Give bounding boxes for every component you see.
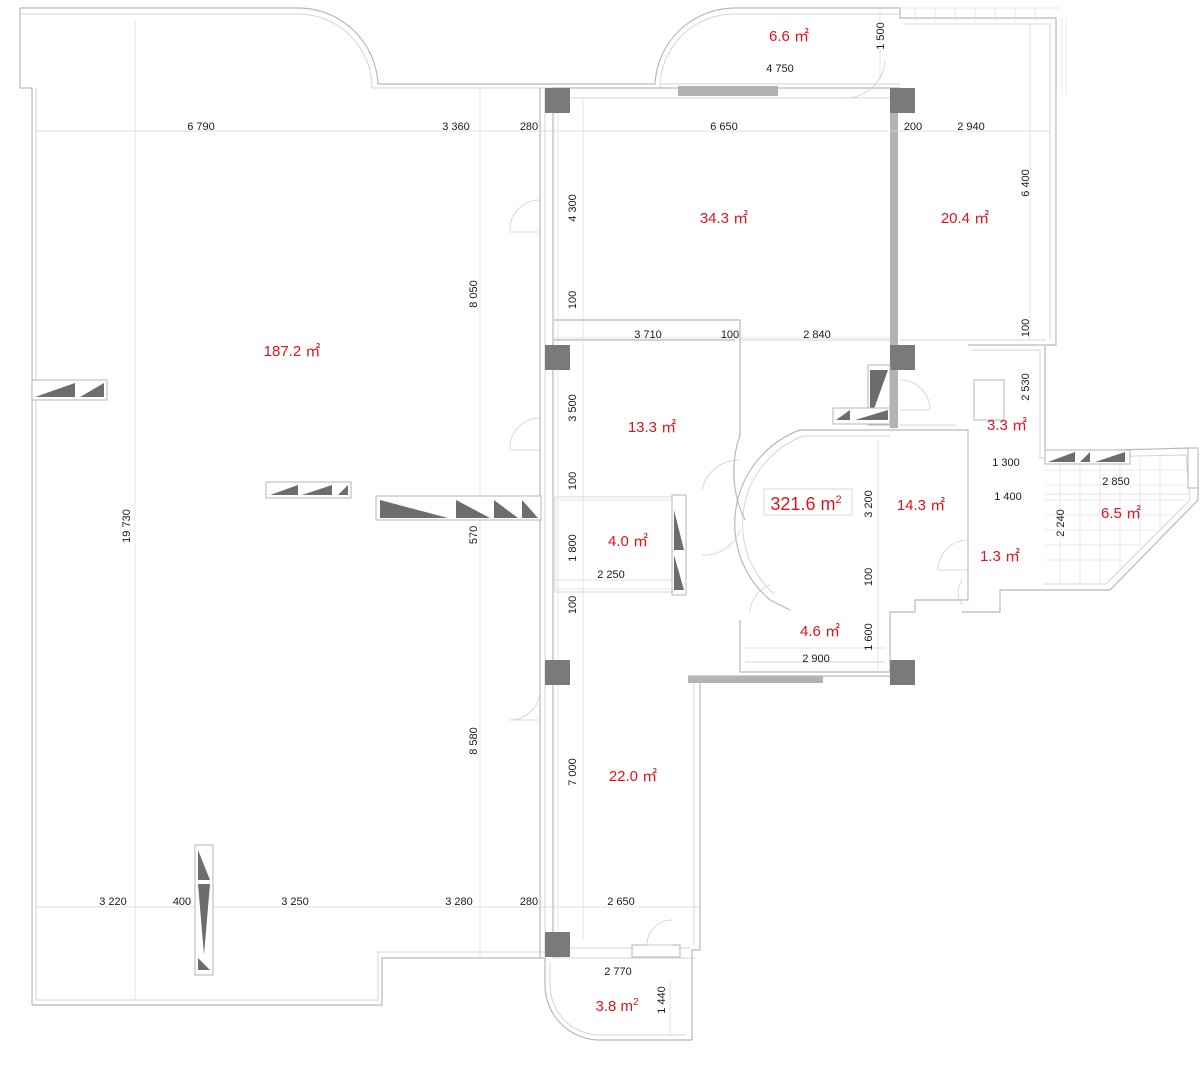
room-area-middle: 13.3 ㎡ [628,419,676,436]
dim-label: 2 770 [604,966,632,978]
dimension-lines [36,10,1190,1035]
dim-label: 1 400 [994,491,1022,503]
column [545,345,570,370]
top-right-tiles [900,7,1060,22]
dim-label: 200 [904,121,922,133]
dim-label: 1 500 [875,22,887,50]
dim-label: 6 790 [187,121,215,133]
dim-label: 3 220 [99,896,127,908]
dim-label: 100 [1020,319,1032,337]
column [890,345,915,370]
room-area-top-right: 20.4 ㎡ [941,210,989,227]
dim-label: 8 050 [468,280,480,308]
windows [31,364,1199,976]
structural-columns [545,86,915,957]
doors [509,59,969,946]
dim-label: 2 840 [803,329,831,341]
room-area-top-balcony: 6.6 ㎡ [769,28,809,45]
dim-label: 8 580 [468,727,480,755]
room-area-loggia-right: 6.5 ㎡ [1101,505,1141,522]
dim-label: 1 600 [863,623,875,651]
room-area-bottom-balcony: 3.8 m2 [595,997,639,1015]
dim-label: 2 850 [1102,476,1130,488]
room-area-closet-right: 3.3 ㎡ [987,417,1027,434]
column [545,88,570,113]
dim-label: 100 [567,291,579,309]
dim-label: 280 [520,896,538,908]
dim-label: 2 240 [1055,509,1067,537]
dim-label: 100 [567,472,579,490]
dim-label: 3 360 [442,121,470,133]
dim-label: 1 440 [656,986,668,1014]
dim-label: 6 400 [1020,169,1032,197]
room-area-round-hall: 14.3 ㎡ [897,497,945,514]
loggia-tiles [1045,458,1186,584]
dim-label: 3 280 [445,896,473,908]
dim-label: 100 [567,596,579,614]
room-area-top-center: 34.3 ㎡ [700,210,748,227]
dim-label: 400 [173,896,191,908]
dim-label: 1 800 [567,534,579,562]
room-area-main-hall: 187.2 ㎡ [264,343,321,360]
dim-label: 2 530 [1020,373,1032,401]
dim-label: 7 000 [567,758,579,786]
area-labels: 187.2 ㎡ 6.6 ㎡ 34.3 ㎡ 20.4 ㎡ 13.3 ㎡ 3.3 ㎡… [264,28,1141,1015]
room-area-bottom: 22.0 ㎡ [609,768,657,785]
dim-label: 2 650 [607,896,635,908]
dim-label: 100 [863,568,875,586]
dim-label: 4 300 [567,194,579,222]
dim-label: 1 300 [992,457,1020,469]
column [545,932,570,957]
dim-label: 19 730 [121,509,133,543]
dim-label: 3 250 [281,896,309,908]
dim-label: 100 [721,329,739,341]
dim-label: 3 710 [634,329,662,341]
column [545,660,570,685]
dim-label: 3 200 [863,490,875,518]
column [890,88,915,113]
column [890,660,915,685]
dim-label: 3 500 [567,394,579,422]
dim-label: 280 [520,121,538,133]
dimension-labels: 1 500 4 750 6 790 3 360 280 6 650 200 2 … [99,22,1130,1014]
dim-label: 2 900 [802,653,830,665]
room-area-bath-small: 4.0 ㎡ [608,533,648,550]
room-area-wc-right: 1.3 ㎡ [980,548,1020,565]
dim-label: 2 940 [957,121,985,133]
dim-label: 2 250 [597,569,625,581]
dim-label: 570 [468,526,480,544]
room-area-under-round: 4.6 ㎡ [800,623,840,640]
total-area-label: 321.6 m2 [770,494,841,514]
dim-label: 4 750 [766,63,794,75]
dim-label: 6 650 [710,121,738,133]
total-area-badge: 321.6 m2 [763,488,853,516]
